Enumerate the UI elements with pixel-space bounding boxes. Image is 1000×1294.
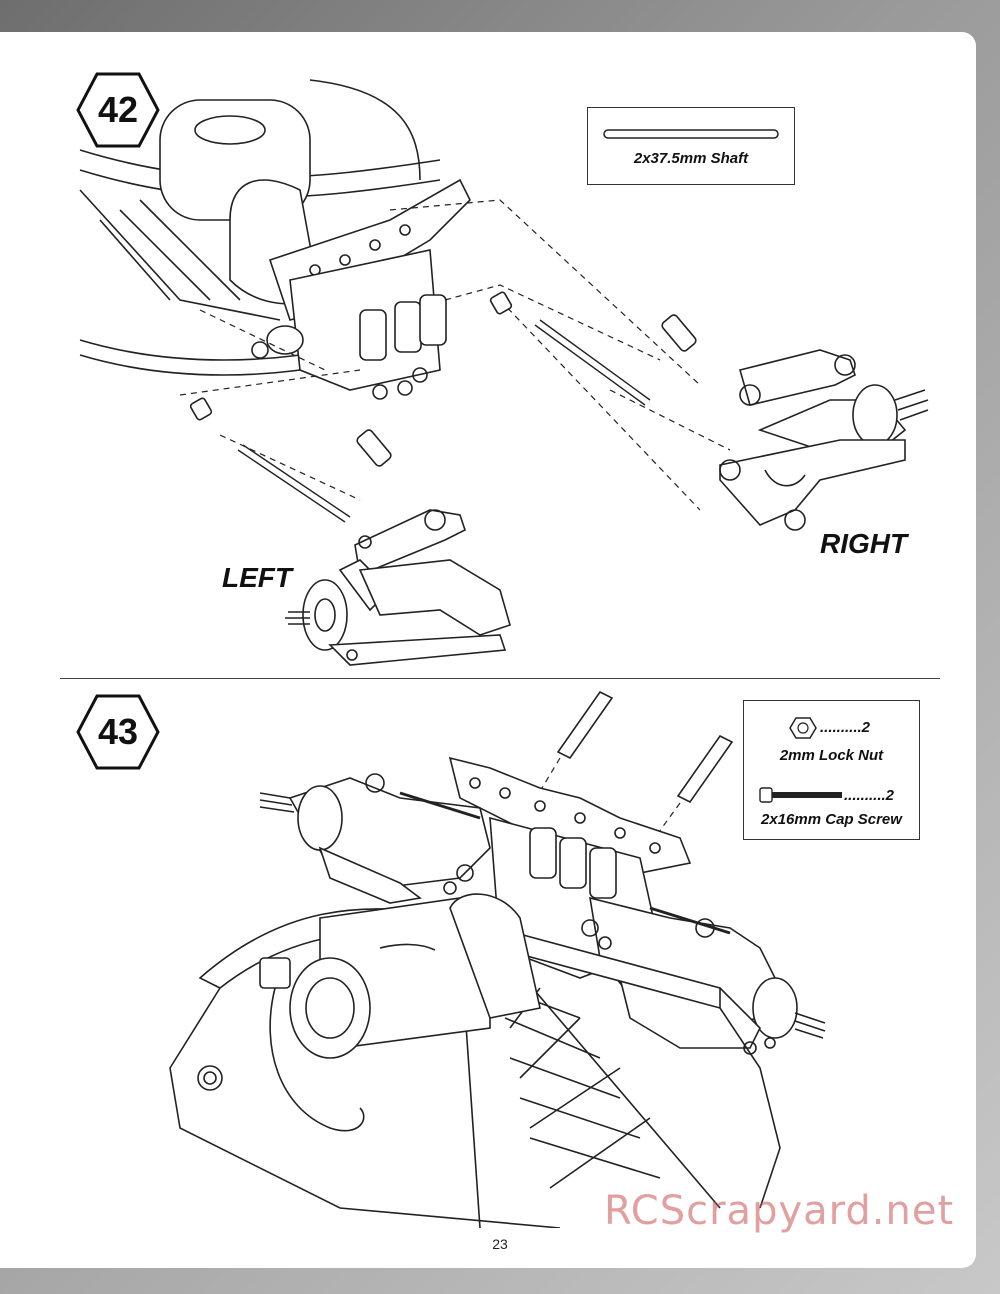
lock-nut-icon (789, 717, 817, 739)
step-43-illustration (169, 690, 826, 1228)
lock-nut-label: 2mm Lock Nut (779, 747, 884, 764)
step-42-illustration (79, 79, 929, 666)
left-label: LEFT (222, 562, 292, 593)
step-42-number: 42 (97, 89, 139, 130)
page-number: 23 (492, 1236, 508, 1252)
shaft-icon (603, 129, 779, 139)
right-label: RIGHT (820, 528, 908, 559)
watermark: RCScrapyard.net (604, 1188, 955, 1234)
step-43-parts-box: ..........2 2mm Lock Nut ..........2 2x1… (743, 700, 920, 840)
step-42-badge: 42 (76, 72, 160, 148)
lock-nut-qty: ..........2 (820, 719, 871, 736)
step-42-parts-box: 2x37.5mm Shaft (587, 107, 795, 185)
shaft-label: 2x37.5mm Shaft (633, 150, 749, 167)
step-43-number: 43 (97, 711, 139, 752)
step-divider (60, 678, 940, 679)
cap-screw-label: 2x16mm Cap Screw (761, 811, 902, 828)
cap-screw-icon (759, 787, 842, 803)
step-43-badge: 43 (76, 694, 160, 770)
cap-screw-qty: ..........2 (844, 787, 895, 804)
